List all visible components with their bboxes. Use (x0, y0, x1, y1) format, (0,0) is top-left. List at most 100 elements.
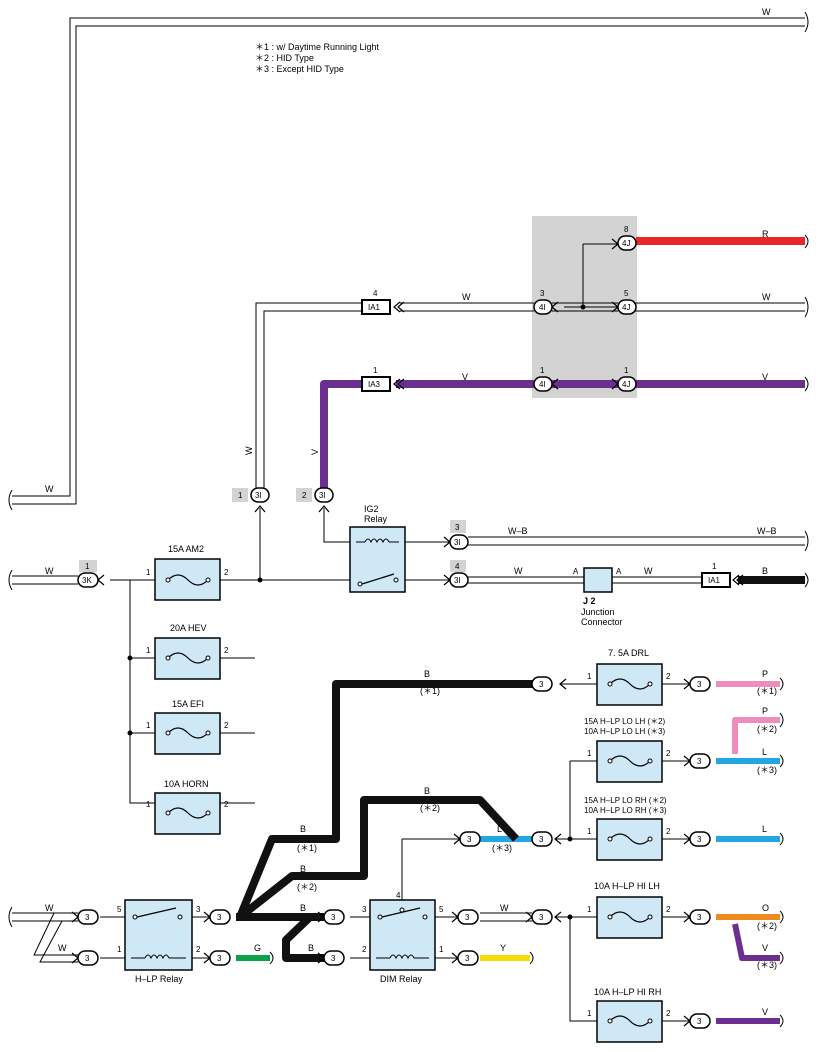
svg-text:3: 3 (539, 680, 544, 689)
svg-text:V: V (462, 372, 468, 382)
svg-text:IA1: IA1 (368, 303, 381, 312)
svg-text:(＊1): (＊1) (757, 686, 777, 696)
fuse-am2: 15A AM2 1 2 (146, 544, 229, 601)
svg-text:3: 3 (217, 913, 222, 922)
svg-text:1: 1 (624, 366, 629, 375)
svg-text:J 2: J 2 (583, 596, 596, 606)
wire-black-b2 (237, 796, 519, 921)
svg-text:(＊2): (＊2) (757, 921, 777, 931)
svg-text:3: 3 (540, 289, 545, 298)
svg-text:L: L (497, 824, 502, 834)
fuse-efi: 15A EFI 1 2 (146, 699, 229, 755)
svg-text:B: B (308, 943, 314, 953)
fuse-drl-label: 7. 5A DRL (608, 648, 649, 658)
svg-text:1: 1 (146, 646, 151, 655)
fuse-lo-rh: 15A H–LP LO RH (＊2) 10A H–LP LO RH (＊3) … (584, 796, 671, 861)
fuse-hi-lh: 10A H–LP HI LH 1 2 (587, 881, 671, 939)
svg-text:10A H–LP HI RH: 10A H–LP HI RH (594, 987, 661, 997)
pin-tabs (79, 488, 466, 572)
svg-text:1: 1 (373, 366, 378, 375)
svg-text:W: W (45, 903, 54, 913)
svg-text:(＊2): (＊2) (420, 803, 440, 813)
svg-text:W: W (762, 292, 771, 302)
fuse-lo-lh: 15A H–LP LO LH (＊2) 10A H–LP LO LH (＊3) … (584, 717, 671, 783)
svg-text:3I: 3I (454, 538, 461, 547)
svg-text:3: 3 (331, 954, 336, 963)
svg-text:3I: 3I (454, 576, 461, 585)
svg-text:8: 8 (624, 225, 629, 234)
svg-text:IG2: IG2 (364, 504, 379, 514)
svg-text:3: 3 (465, 954, 470, 963)
svg-text:(＊3): (＊3) (757, 960, 777, 970)
svg-text:V: V (762, 943, 768, 953)
svg-text:10A H–LP LO LH (＊3): 10A H–LP LO LH (＊3) (584, 727, 666, 736)
svg-text:3: 3 (85, 913, 90, 922)
svg-text:3I: 3I (255, 491, 262, 500)
svg-text:15A H–LP LO RH (＊2): 15A H–LP LO RH (＊2) (584, 796, 667, 805)
pin-numbers: 8 5 1 3 1 4 1 1 1 2 3 4 1 (85, 225, 717, 571)
svg-text:(＊3): (＊3) (757, 765, 777, 775)
svg-text:1: 1 (587, 672, 592, 681)
svg-text:2: 2 (666, 827, 671, 836)
svg-text:W–B: W–B (508, 526, 528, 536)
svg-text:(＊1): (＊1) (297, 843, 317, 853)
svg-text:W: W (500, 903, 509, 913)
svg-text:2: 2 (224, 568, 229, 577)
svg-text:3: 3 (697, 1017, 702, 1026)
svg-text:4: 4 (396, 891, 401, 900)
svg-text:V: V (762, 1007, 768, 1017)
fuse-hev: 20A HEV 1 2 (146, 623, 229, 680)
note-2: ＊2 : HID Type (255, 53, 314, 63)
legend-notes: ＊1 : w/ Daytime Running Light ＊2 : HID T… (255, 42, 379, 75)
relay-hlp-label: H–LP Relay (135, 974, 183, 984)
svg-text:A: A (616, 567, 622, 576)
svg-text:3: 3 (455, 523, 460, 532)
svg-text:W: W (244, 446, 254, 455)
relay-ig2: IG2 Relay (349, 504, 406, 593)
svg-text:3: 3 (196, 905, 201, 914)
wire-labels: W R W W V V W W V W–B W–B W W B W B (＊1)… (45, 7, 777, 1017)
svg-text:2: 2 (362, 945, 367, 954)
connector-labels: 4J 4J 4J 4I 4I 3I 3I 3I 3I 3K IA1 IA3 IA… (82, 239, 721, 1026)
svg-text:2: 2 (666, 905, 671, 914)
svg-text:1: 1 (117, 945, 122, 954)
svg-text:1: 1 (587, 1009, 592, 1018)
svg-text:1: 1 (439, 945, 444, 954)
svg-text:W–B: W–B (757, 526, 777, 536)
svg-text:W: W (514, 566, 523, 576)
svg-text:B: B (300, 903, 306, 913)
wire-black-b4 (282, 914, 324, 962)
svg-text:3: 3 (467, 835, 472, 844)
ia-connectors (361, 299, 731, 588)
svg-text:3: 3 (362, 905, 367, 914)
svg-text:3: 3 (697, 835, 702, 844)
white-wires (12, 17, 805, 963)
svg-text:W: W (762, 7, 771, 17)
svg-text:O: O (762, 903, 769, 913)
svg-text:3K: 3K (82, 576, 92, 585)
svg-text:3: 3 (697, 680, 702, 689)
svg-text:1: 1 (587, 749, 592, 758)
svg-text:Connector: Connector (581, 617, 623, 627)
svg-text:3: 3 (539, 913, 544, 922)
junction-dots (127, 304, 586, 920)
svg-text:4J: 4J (622, 303, 630, 312)
svg-text:B: B (300, 824, 306, 834)
svg-text:(＊1): (＊1) (420, 686, 440, 696)
svg-text:1: 1 (146, 568, 151, 577)
svg-text:4I: 4I (539, 380, 546, 389)
svg-text:10A H–LP HI LH: 10A H–LP HI LH (594, 881, 660, 891)
svg-text:2: 2 (302, 491, 307, 500)
note-3: ＊3 : Except HID Type (255, 64, 344, 74)
svg-text:P: P (762, 669, 768, 679)
svg-text:W: W (45, 566, 54, 576)
svg-text:1: 1 (238, 491, 243, 500)
svg-text:4J: 4J (622, 380, 630, 389)
wire-pink2 (732, 717, 780, 754)
svg-text:(＊2): (＊2) (297, 882, 317, 892)
svg-text:3: 3 (465, 913, 470, 922)
note-1: ＊1 : w/ Daytime Running Light (255, 42, 380, 52)
svg-text:G: G (254, 943, 261, 953)
signal-wires (100, 243, 690, 1022)
svg-text:1: 1 (540, 366, 545, 375)
